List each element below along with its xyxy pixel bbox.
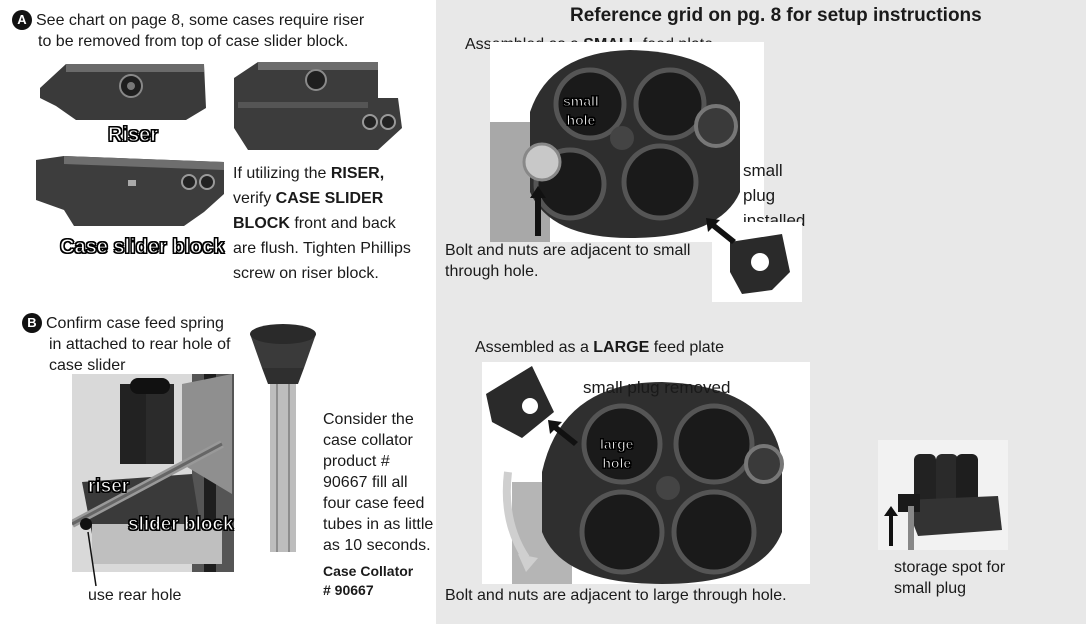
riser-on-slider-photo bbox=[228, 58, 406, 154]
case-slider-block-photo bbox=[34, 150, 224, 230]
reference-title: Reference grid on pg. 8 for setup instru… bbox=[570, 5, 982, 26]
collator-title: Case Collator # 90667 bbox=[323, 562, 413, 600]
riser-note-bold1: RISER, bbox=[330, 165, 385, 182]
large-hole-label: large hole bbox=[599, 436, 634, 472]
collator-line-2: case collator bbox=[323, 432, 413, 449]
slider-block-label: slider block bbox=[128, 514, 235, 536]
riser-note: If utilizing the RISER, verify CASE SLID… bbox=[233, 161, 433, 286]
small-bolt-arrow bbox=[530, 186, 546, 236]
collator-title-1: Case Collator bbox=[323, 563, 414, 579]
collator-description: Consider the case collator product # 906… bbox=[323, 409, 438, 556]
large-feed-caption: Bolt and nuts are adjacent to large thro… bbox=[445, 587, 787, 604]
case-slider-block-label: Case slider block bbox=[60, 236, 226, 259]
rear-hole-pointer bbox=[87, 531, 97, 587]
section-b-line1: Confirm case feed spring bbox=[46, 315, 224, 332]
riser-note-prefix1: If utilizing the bbox=[233, 165, 331, 182]
riser-label: Riser bbox=[107, 124, 159, 147]
small-feed-caption: Bolt and nuts are adjacent to small thro… bbox=[445, 242, 691, 280]
riser-note-bold3: BLOCK bbox=[233, 215, 290, 232]
collator-line-6: tubes in as little bbox=[323, 516, 434, 533]
section-b-line2: in attached to rear hole of bbox=[49, 336, 231, 353]
small-plug-arrow bbox=[706, 218, 736, 244]
collator-line-1: Consider the bbox=[323, 411, 414, 428]
section-a-line2: to be removed from top of case slider bl… bbox=[38, 33, 349, 50]
riser-label-b: riser bbox=[87, 476, 130, 498]
slider-assembly-photo bbox=[72, 374, 234, 572]
large-feed-heading: Assembled as a LARGE feed plate bbox=[475, 339, 725, 356]
collator-title-2: # 90667 bbox=[323, 582, 374, 598]
badge-a: A bbox=[12, 10, 32, 30]
collator-line-5: four case feed bbox=[323, 495, 425, 512]
riser-note-prefix2: verify bbox=[233, 190, 276, 207]
riser-note-bold2: CASE SLIDER bbox=[275, 190, 384, 207]
storage-spot-label: storage spot for small plug bbox=[894, 559, 1006, 597]
riser-note-line5: screw on riser block. bbox=[233, 265, 379, 282]
plug-removed-arrow bbox=[548, 420, 578, 446]
collator-line-7: as 10 seconds. bbox=[323, 537, 431, 554]
riser-note-suffix3: front and back bbox=[289, 215, 396, 232]
use-rear-hole-label: use rear hole bbox=[88, 587, 182, 604]
small-plug-removed-label: small plug removed bbox=[583, 378, 731, 397]
riser-photo bbox=[36, 58, 212, 124]
collator-line-4: 90667 fill all bbox=[323, 474, 408, 491]
collator-line-3: product # bbox=[323, 453, 390, 470]
storage-arrow bbox=[884, 506, 898, 546]
storage-spot-photo bbox=[878, 440, 1008, 550]
riser-note-line4: are flush. Tighten Phillips bbox=[233, 240, 411, 257]
section-a-line1: See chart on page 8, some cases require … bbox=[36, 12, 365, 29]
large-feed-plate-photo bbox=[482, 362, 810, 584]
badge-b: B bbox=[22, 313, 42, 333]
small-feed-plate-photo bbox=[490, 42, 764, 242]
case-collator-photo bbox=[248, 320, 318, 552]
section-b-line3: case slider bbox=[49, 357, 126, 374]
small-hole-label: small hole bbox=[563, 93, 600, 129]
